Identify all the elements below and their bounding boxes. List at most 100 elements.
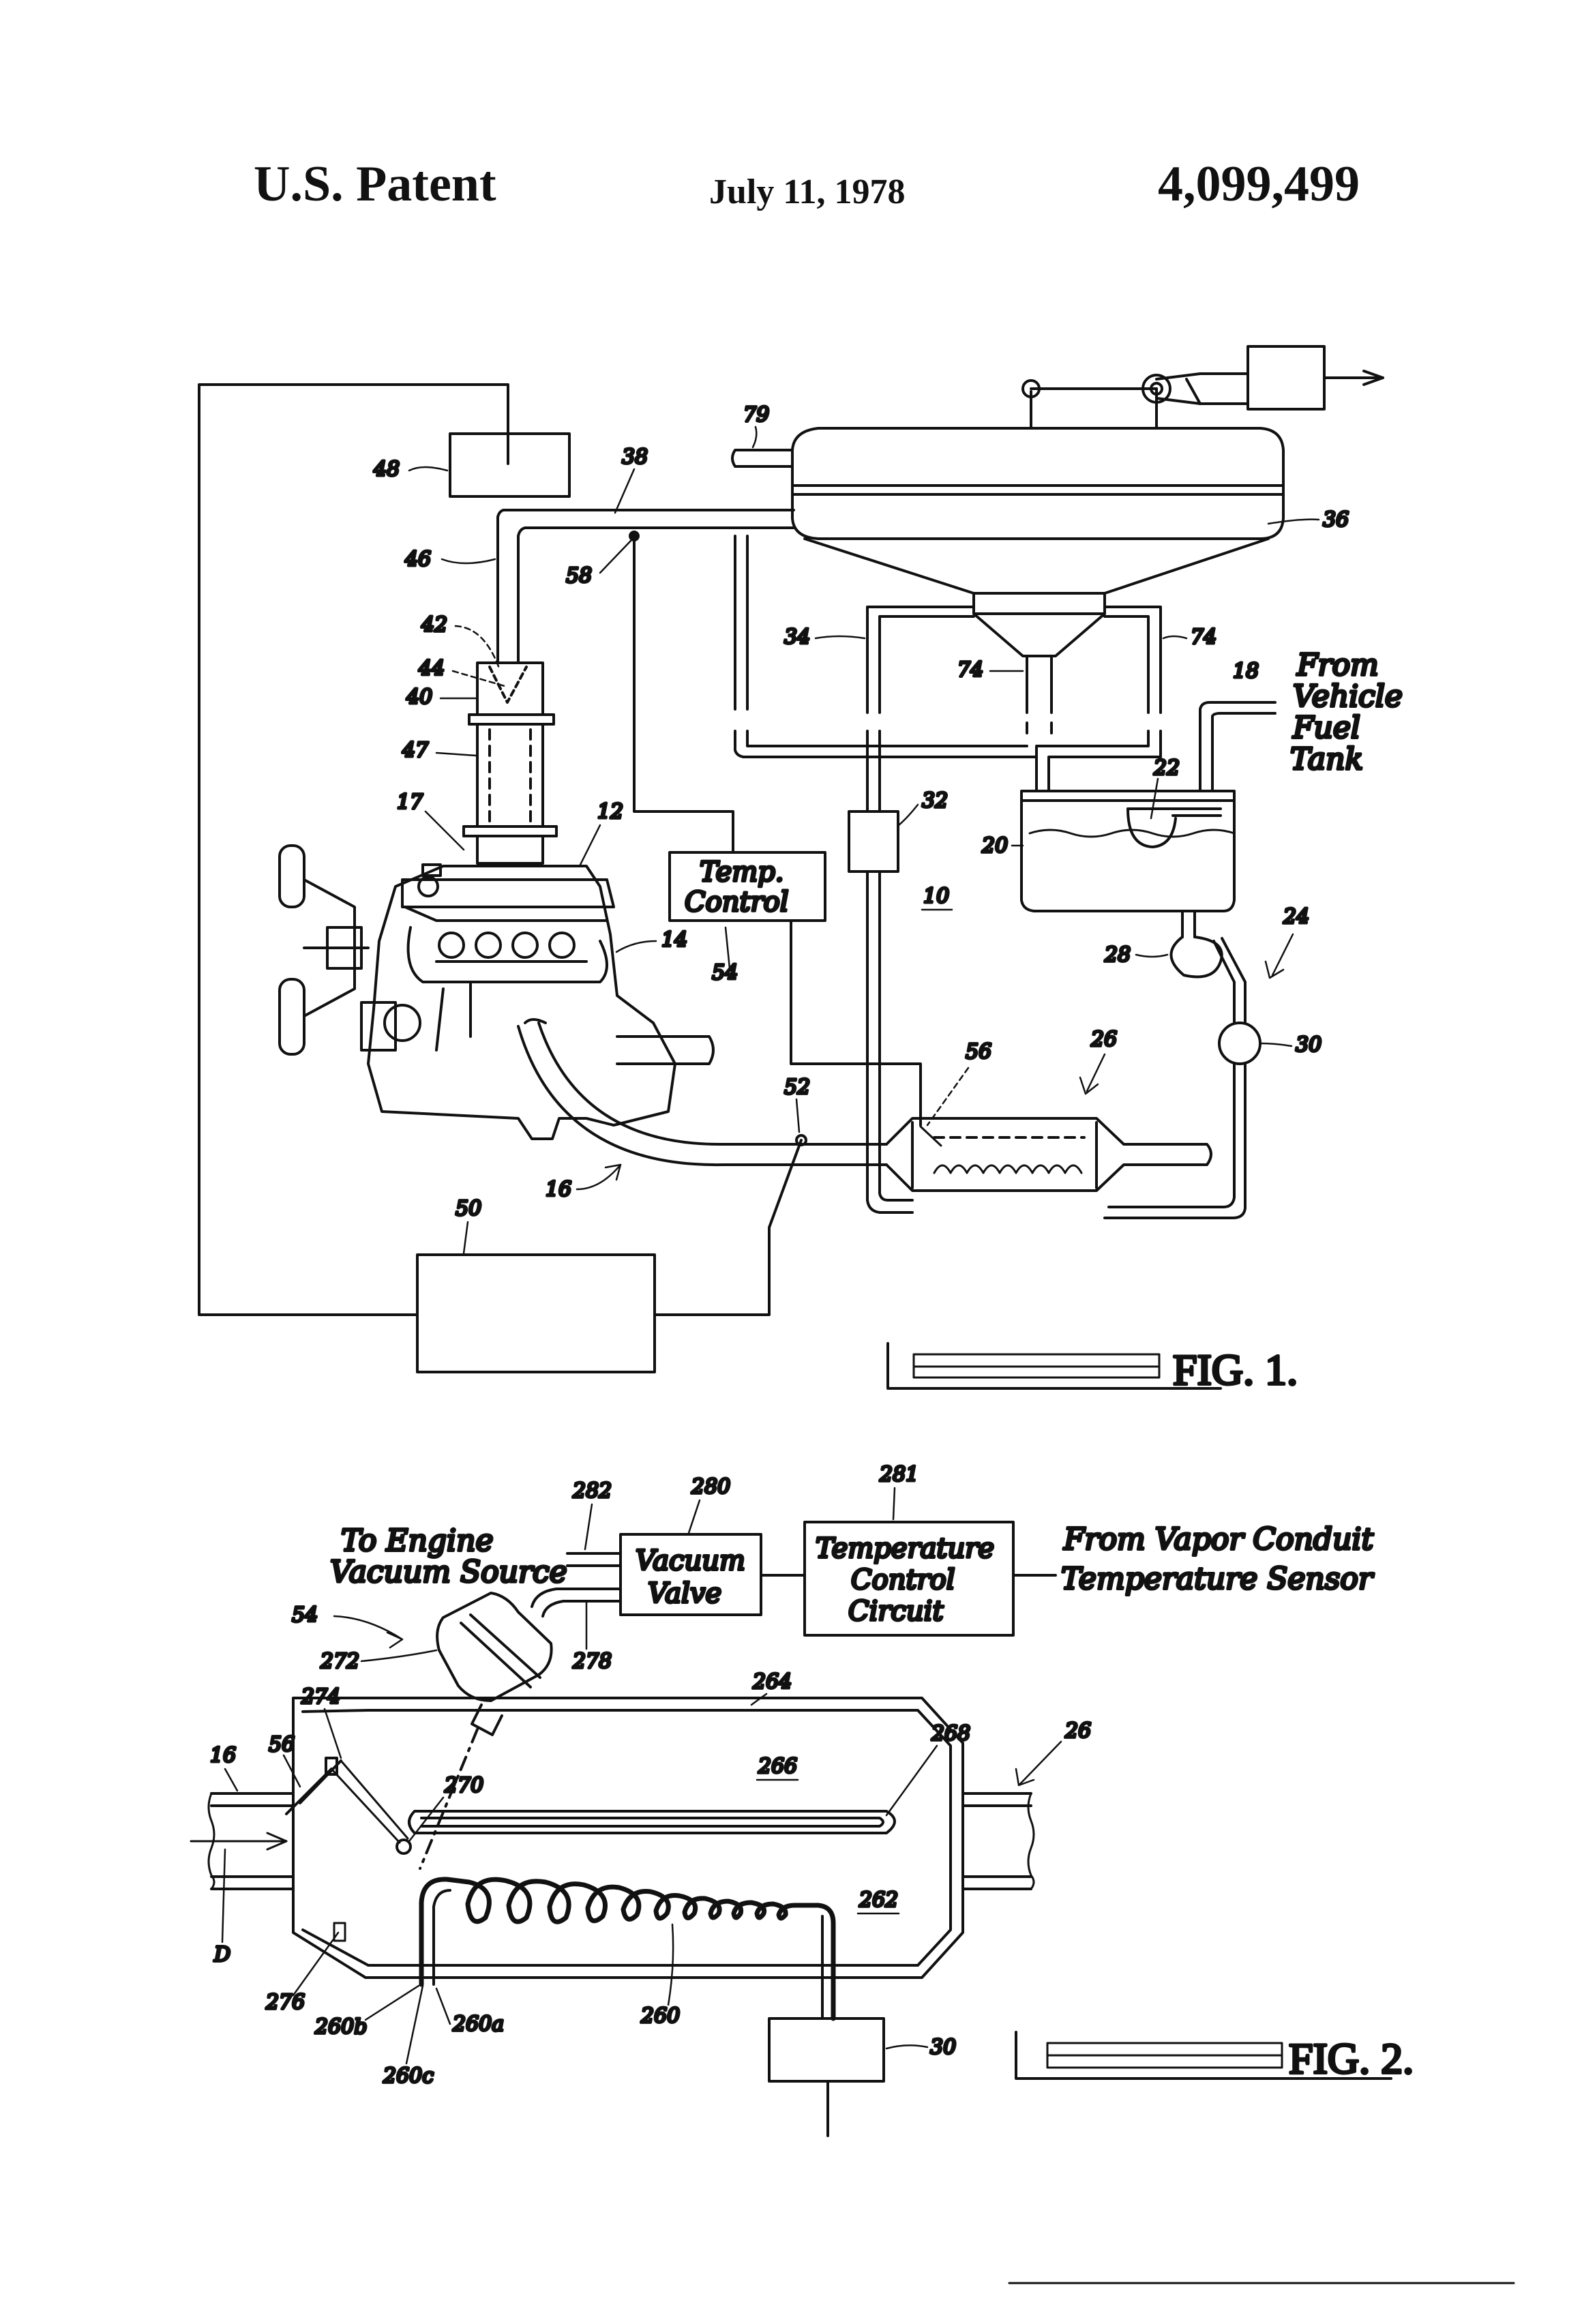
ref-18: 18 <box>1233 659 1259 683</box>
carburetor-stack <box>464 663 556 863</box>
ref-10: 10 <box>923 884 949 908</box>
leader-16-fig2 <box>225 1769 237 1791</box>
float-linkage <box>1023 346 1383 428</box>
ref-32: 32 <box>922 789 948 813</box>
figure-1-caption: FIG. 1. <box>888 1343 1298 1394</box>
ref-282: 282 <box>572 1479 612 1503</box>
damper-268 <box>286 1758 895 1853</box>
leader-58 <box>600 540 631 573</box>
leader-280 <box>689 1500 700 1533</box>
ref-48: 48 <box>373 458 400 481</box>
figure-2-caption: FIG. 2. <box>1016 2032 1414 2083</box>
vapor-conduit-38-inner <box>518 528 794 663</box>
leader-30-fig2 <box>886 2045 927 2049</box>
ref-36: 36 <box>1323 508 1349 532</box>
temp-control-label-line2: Control <box>685 887 789 918</box>
ref-14: 14 <box>661 928 687 952</box>
heater-chamber-26 <box>886 1118 1211 1191</box>
heater-housing-26 <box>191 1698 1034 1978</box>
ref-74-center: 74 <box>957 658 983 682</box>
ref-52: 52 <box>784 1075 810 1099</box>
leader-276 <box>293 1933 338 1995</box>
vapor-lines-34 <box>735 536 1161 798</box>
leader-D <box>222 1849 225 1942</box>
ref-26: 26 <box>1090 1028 1117 1052</box>
ref-260c: 260c <box>383 2064 434 2088</box>
ref-278: 278 <box>572 1650 612 1673</box>
ref-281: 281 <box>879 1463 919 1487</box>
leader-56 <box>927 1068 968 1125</box>
ref-276: 276 <box>265 1991 305 2014</box>
heating-coil-260 <box>421 1879 833 2018</box>
leader-260b <box>365 1986 419 2020</box>
temp-sensor-wire <box>634 536 733 852</box>
ref-16: 16 <box>546 1178 571 1202</box>
vapor-sensor-note-line2: Temperature Sensor <box>1061 1562 1375 1596</box>
ref-260: 260 <box>640 2004 680 2028</box>
ref-22: 22 <box>1153 756 1180 780</box>
temperature-circuit-label-line2: Control <box>851 1564 955 1596</box>
leader-54-fig2 <box>334 1616 402 1639</box>
ref-28: 28 <box>1104 943 1131 967</box>
leader-28 <box>1136 955 1167 957</box>
ref-272: 272 <box>320 1650 359 1673</box>
ref-56: 56 <box>966 1040 991 1064</box>
vacuum-valve-label-line1: Vacuum <box>636 1545 745 1577</box>
leader-22 <box>1151 779 1158 818</box>
leader-17 <box>426 811 464 850</box>
ref-16-fig2: 16 <box>210 1744 236 1768</box>
figure-2-caption-text: FIG. 2. <box>1289 2034 1414 2083</box>
leader-50 <box>464 1222 468 1253</box>
ref-50: 50 <box>456 1197 481 1221</box>
ref-74-right: 74 <box>1191 625 1217 649</box>
vacuum-line-278 <box>532 1589 621 1616</box>
sensor-wire-52 <box>655 1140 801 1315</box>
ref-79: 79 <box>743 403 769 427</box>
ref-280: 280 <box>691 1475 730 1499</box>
leader-36 <box>1268 520 1319 524</box>
ref-270: 270 <box>444 1774 483 1798</box>
leader-274 <box>325 1709 341 1758</box>
exhaust-pipe-16 <box>518 1019 886 1165</box>
control-wiring-loop <box>199 385 508 1315</box>
leader-79 <box>753 427 756 447</box>
leader-32 <box>899 805 918 825</box>
ref-26-fig2: 26 <box>1064 1719 1091 1743</box>
ref-34-left: 34 <box>784 625 810 649</box>
leader-47 <box>436 753 476 756</box>
from-tank-note-line1: From <box>1296 648 1379 683</box>
ref-42: 42 <box>421 613 447 637</box>
ref-20: 20 <box>981 834 1008 858</box>
engine-vacuum-note-line2: Vacuum Source <box>330 1555 567 1590</box>
leader-12 <box>580 825 600 866</box>
ref-40: 40 <box>406 685 432 709</box>
fan-assembly <box>280 846 368 1054</box>
ref-44: 44 <box>418 657 445 681</box>
leader-272 <box>361 1650 436 1661</box>
vapor-conduit-38 <box>498 510 794 663</box>
leader-16 <box>577 1165 621 1189</box>
figure-2: 282 280 281 54 272 278 274 264 268 26 56… <box>191 1463 1514 2283</box>
temp-control-wire <box>791 921 921 1125</box>
vacuum-source-line-282 <box>567 1553 621 1566</box>
engine-12 <box>361 865 713 1139</box>
leader-38 <box>615 469 634 513</box>
leader-34-left <box>816 636 865 638</box>
ref-274: 274 <box>301 1685 340 1709</box>
leader-14 <box>616 941 656 952</box>
engine-vacuum-note-line1: To Engine <box>341 1523 493 1558</box>
from-tank-note-line2: Vehicle <box>1293 679 1403 714</box>
figure-1-caption-text: FIG. 1. <box>1173 1345 1298 1394</box>
leader-268 <box>886 1746 937 1815</box>
figure-1: 79 48 38 36 46 58 42 44 40 47 34 74 74 <box>199 346 1403 1394</box>
ref-266: 266 <box>758 1755 797 1778</box>
leader-24 <box>1272 934 1293 975</box>
leader-281 <box>893 1488 895 1519</box>
ref-268: 268 <box>931 1722 970 1746</box>
ref-38: 38 <box>622 445 648 469</box>
power-unit-30 <box>769 2018 884 2081</box>
valve-line-32 <box>849 798 912 1212</box>
ref-24: 24 <box>1283 905 1309 929</box>
